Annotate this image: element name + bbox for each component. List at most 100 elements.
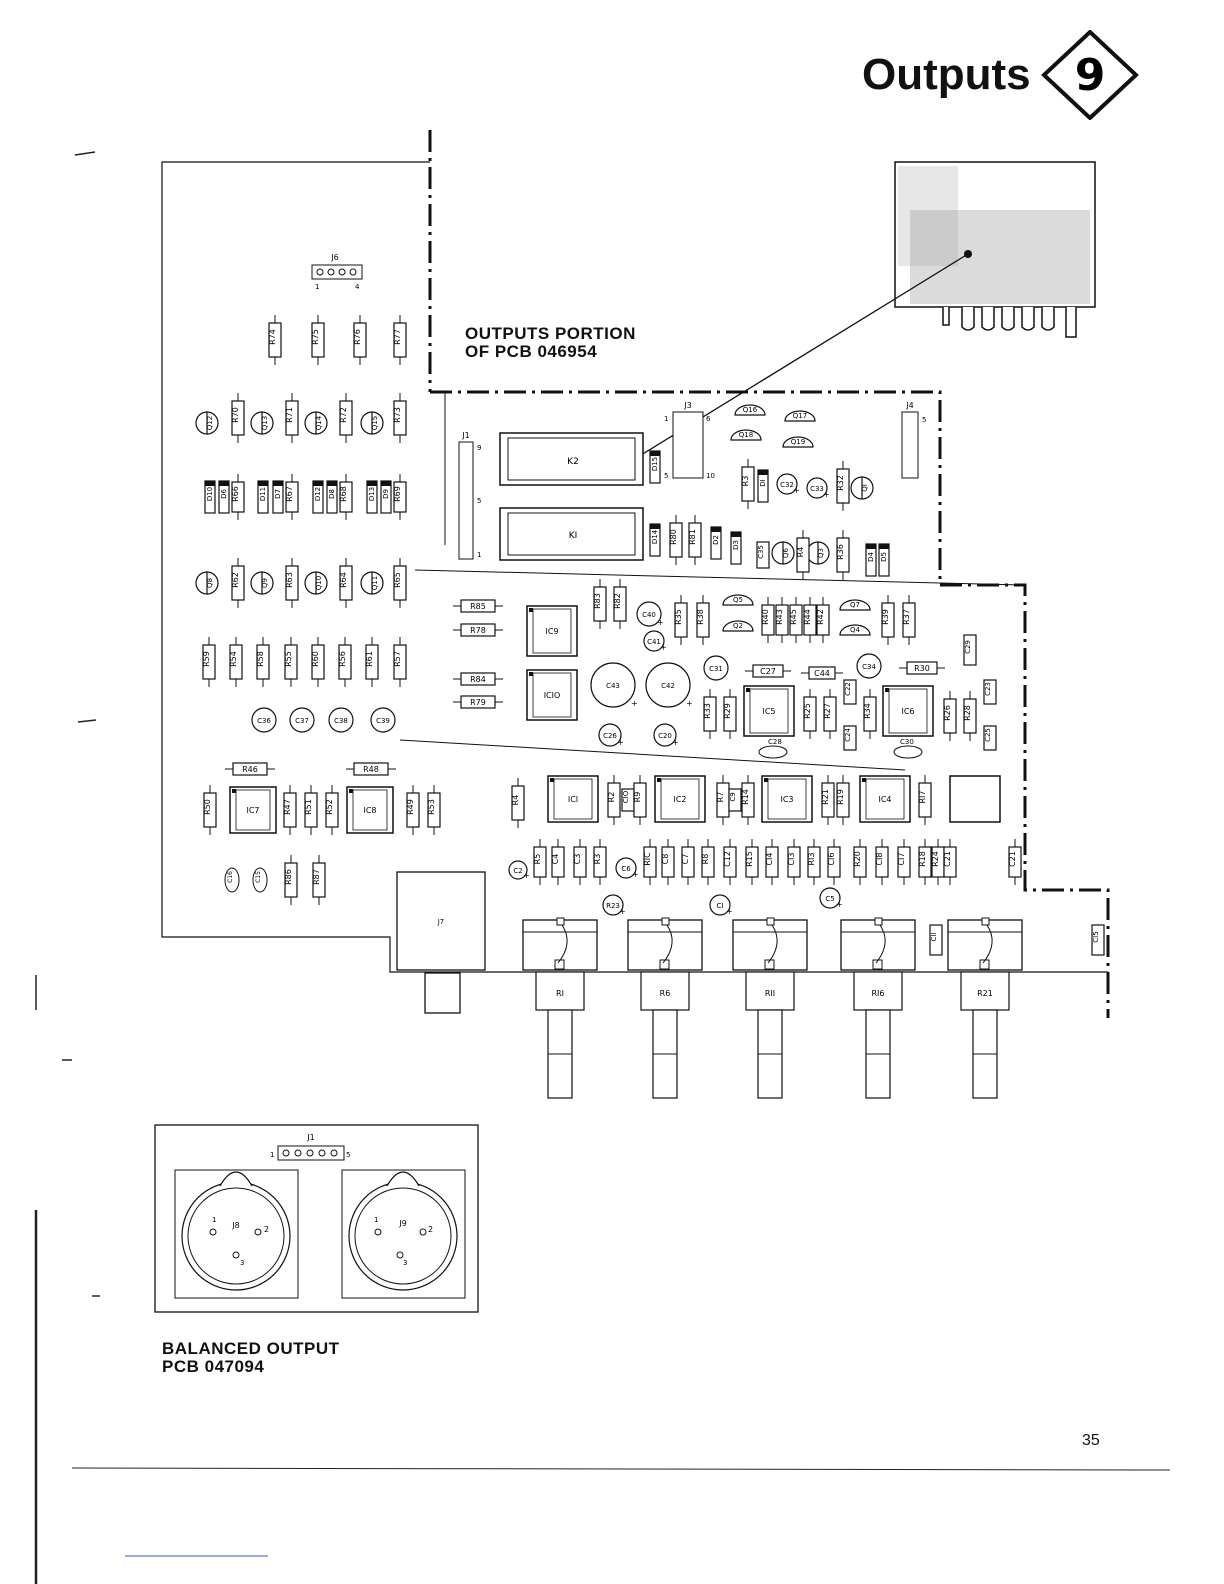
component-label: R3 — [593, 854, 602, 865]
resistor-r4: R4 — [796, 530, 810, 580]
polarity-mark: + — [836, 900, 843, 909]
component-label: C31 — [709, 665, 723, 673]
potentiometer-r21: R21 — [947, 917, 1023, 1099]
resistor-r61: R61 — [365, 637, 379, 687]
component-label: D12 — [314, 487, 322, 501]
component-label: CI5 — [1092, 931, 1100, 942]
resistor-c7: C7 — [681, 839, 695, 885]
polarity-mark: + — [617, 738, 624, 747]
component-label: IC2 — [673, 795, 686, 804]
resistor-r32: R32 — [836, 461, 850, 511]
component-label: RII — [765, 989, 775, 998]
component-label: C36 — [257, 717, 271, 725]
component-label: R3 — [741, 476, 750, 487]
component-label: Q17 — [793, 412, 807, 420]
component-label: R56 — [338, 651, 347, 667]
resistor-r30: R30 — [899, 661, 945, 675]
component-label: R54 — [229, 651, 238, 667]
component-label: Q3 — [817, 548, 825, 558]
relay-k1: KI — [499, 507, 644, 561]
connector-j3-pin-bl: 5 — [664, 472, 668, 480]
ic-ic9: IC9 — [526, 605, 578, 657]
resistor-r8: R8 — [701, 839, 715, 885]
resistor-ri3: RI3 — [807, 839, 821, 885]
component-label: C26 — [603, 732, 617, 740]
xlr-j9-pin1: 1 — [374, 1216, 378, 1224]
resistor-r83: R83 — [593, 579, 607, 629]
component-label: R4 — [511, 795, 520, 806]
capacitor-c39: C39 — [370, 707, 396, 733]
ic-ic4: IC4 — [859, 775, 911, 823]
component-label: C39 — [376, 717, 390, 725]
component-label: D4 — [867, 552, 875, 562]
capacitor-c22: C22 — [843, 679, 857, 705]
component-label: R33 — [703, 703, 712, 719]
diode-d4: D4 — [865, 543, 877, 577]
component-label: R30 — [914, 664, 930, 673]
component-label: C20 — [658, 732, 672, 740]
component-label: R79 — [470, 698, 486, 707]
jumper-j6-pin-start: 1 — [315, 283, 319, 291]
jumper-j6-label: J6 — [330, 253, 338, 262]
ic-ic6: IC6 — [882, 685, 934, 737]
component-label: D7 — [274, 489, 282, 499]
capacitor-c33: C33+ — [806, 477, 830, 499]
component-label: C42 — [661, 682, 675, 690]
resistor-ci7: CI7 — [897, 839, 911, 885]
resistor-r21: R21 — [821, 775, 835, 825]
polarity-mark: + — [793, 486, 800, 495]
resistor-r75: R75 — [311, 315, 325, 365]
balanced-output-board: J1 1 5 J8 1 2 3 J9 — [154, 1124, 479, 1313]
transistor-q19: Q19 — [782, 436, 814, 448]
component-label: R57 — [393, 651, 402, 667]
resistor-c21: C21 — [1008, 839, 1022, 885]
resistor-r79: R79 — [453, 695, 503, 709]
component-label: R51 — [304, 799, 313, 815]
diode-d9: D9 — [380, 480, 392, 514]
capacitor-c26: C26+ — [598, 723, 624, 747]
resistor-r38: R38 — [696, 595, 710, 645]
connector-j1-pin-bottom: 1 — [477, 551, 481, 559]
component-label: C25 — [984, 728, 992, 742]
resistor-ci3: CI3 — [787, 839, 801, 885]
capacitor-c37: C37 — [289, 707, 315, 733]
component-label: C24 — [844, 728, 852, 742]
connector-j4-label: J4 — [905, 401, 913, 410]
resistor-r28: R28 — [963, 691, 977, 741]
transistor-q12: Q12 — [195, 411, 219, 435]
connector-j3-pin-tl: 1 — [664, 415, 668, 423]
potentiometer-rii: RII — [732, 917, 808, 1099]
component-label: R68 — [339, 486, 348, 502]
component-label: Q13 — [261, 416, 269, 430]
component-label: C43 — [606, 682, 620, 690]
polarity-mark: + — [823, 490, 830, 499]
polarity-mark: + — [657, 618, 664, 627]
component-label: D3 — [732, 540, 740, 550]
component-label: IC3 — [780, 795, 793, 804]
component-label: Q5 — [733, 596, 743, 604]
component-label: R80 — [669, 529, 678, 545]
xlr-j9-pin2: 2 — [428, 1225, 433, 1234]
capacitor-c43: C43+ — [590, 662, 638, 708]
capacitor-ci5: CI5 — [1091, 924, 1105, 956]
polarity-mark: + — [660, 643, 667, 652]
component-label: R61 — [365, 651, 374, 667]
component-label: R21 — [977, 989, 993, 998]
component-label: R20 — [853, 851, 862, 867]
component-label: R9 — [633, 792, 642, 803]
component-label: R67 — [285, 486, 294, 502]
ic-ic3: IC3 — [761, 775, 813, 823]
page-number: 35 — [1082, 1432, 1100, 1449]
section-number: 9 — [1075, 50, 1106, 101]
resistor-r45: R45 — [789, 597, 803, 643]
component-label: R43 — [775, 609, 784, 625]
resistor-r7: R7 — [716, 775, 730, 825]
resistor-r80: R80 — [669, 515, 683, 565]
resistor-c3: C3 — [573, 839, 587, 885]
component-label: C12 — [723, 851, 732, 867]
page-title: Outputs — [862, 50, 1031, 99]
resistor-r49: R49 — [406, 785, 420, 835]
transistor-q18: Q18 — [730, 429, 762, 441]
component-label: R65 — [393, 572, 402, 588]
component-label: R40 — [761, 609, 770, 625]
